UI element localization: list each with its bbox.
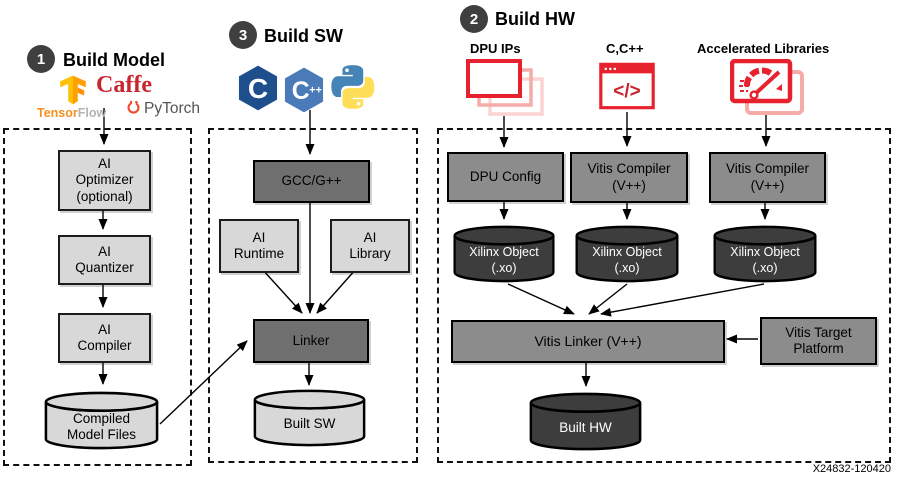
accelerated-libraries-label: Accelerated Libraries <box>697 41 830 56</box>
cpp-letter: C <box>292 78 310 105</box>
linker-box: Linker <box>253 319 369 363</box>
ai-optimizer-box: AI Optimizer (optional) <box>58 150 151 211</box>
build-hw-frame <box>437 128 891 463</box>
vitis-target-platform-box: Vitis Target Platform <box>760 317 877 365</box>
step-number: 1 <box>36 50 46 68</box>
ai-runtime-box: AI Runtime <box>219 219 299 273</box>
step-badge-3: 3 <box>229 21 257 49</box>
xilinx-object-label: Xilinx Object (.xo) <box>730 245 800 275</box>
dpu-ips-label: DPU IPs <box>470 41 521 56</box>
c-cpp-label: C,C++ <box>606 41 644 56</box>
build-hw-title: Build HW <box>495 9 575 29</box>
tensorflow-wordmark: TensorFlow <box>37 106 106 120</box>
cpp-language-icon: C ++ <box>281 66 327 114</box>
accelerated-libraries-icon <box>729 58 806 117</box>
python-icon <box>328 62 378 112</box>
c-language-icon: C <box>236 64 280 112</box>
build-sw-frame <box>208 128 418 463</box>
pytorch-flame-icon <box>126 99 141 117</box>
xilinx-object-cylinder-3: Xilinx Object (.xo) <box>712 224 818 284</box>
c-letter: C <box>248 73 268 104</box>
ai-compiler-box: AI Compiler <box>58 313 151 363</box>
xilinx-object-cylinder-2: Xilinx Object (.xo) <box>574 224 680 284</box>
step-number: 2 <box>469 10 479 28</box>
ai-quantizer-box: AI Quantizer <box>58 235 151 285</box>
built-sw-label: Built SW <box>283 416 336 432</box>
caffe-logo: Caffe <box>96 72 152 98</box>
tensorflow-word-flow: Flow <box>77 106 107 120</box>
step-number: 3 <box>238 26 248 44</box>
xilinx-object-label: Xilinx Object (.xo) <box>592 245 662 275</box>
code-glyph: </> <box>613 81 640 102</box>
build-model-title: Build Model <box>63 50 165 70</box>
doc-code: X24832-120420 <box>812 463 891 475</box>
compiled-model-files-label: Compiled Model Files <box>66 410 137 443</box>
dpu-ips-icon <box>466 59 546 117</box>
gcc-box: GCC/G++ <box>253 160 370 203</box>
tensorflow-icon <box>55 74 91 106</box>
vitis-linker-box: Vitis Linker (V++) <box>451 320 725 363</box>
built-hw-label: Built HW <box>559 419 612 435</box>
ai-library-box: AI Library <box>330 219 410 273</box>
xilinx-object-cylinder-1: Xilinx Object (.xo) <box>452 224 556 284</box>
build-model-frame <box>3 128 192 466</box>
code-window-icon: </> <box>599 61 655 111</box>
built-hw-cylinder: Built HW <box>528 391 643 452</box>
dpu-config-box: DPU Config <box>447 152 564 202</box>
compiled-model-files-cylinder: Compiled Model Files <box>43 390 160 451</box>
vitis-compiler-box-2: Vitis Compiler (V++) <box>709 152 826 203</box>
step-badge-1: 1 <box>27 45 55 73</box>
built-sw-cylinder: Built SW <box>252 388 367 448</box>
cpp-plus: ++ <box>309 84 322 96</box>
pytorch-wordmark: PyTorch <box>144 100 200 117</box>
build-sw-title: Build SW <box>264 26 343 46</box>
vitis-compiler-box-1: Vitis Compiler (V++) <box>570 152 688 203</box>
step-badge-2: 2 <box>460 5 488 33</box>
xilinx-object-label: Xilinx Object (.xo) <box>469 245 539 275</box>
tensorflow-word-tensor: Tensor <box>37 106 78 120</box>
